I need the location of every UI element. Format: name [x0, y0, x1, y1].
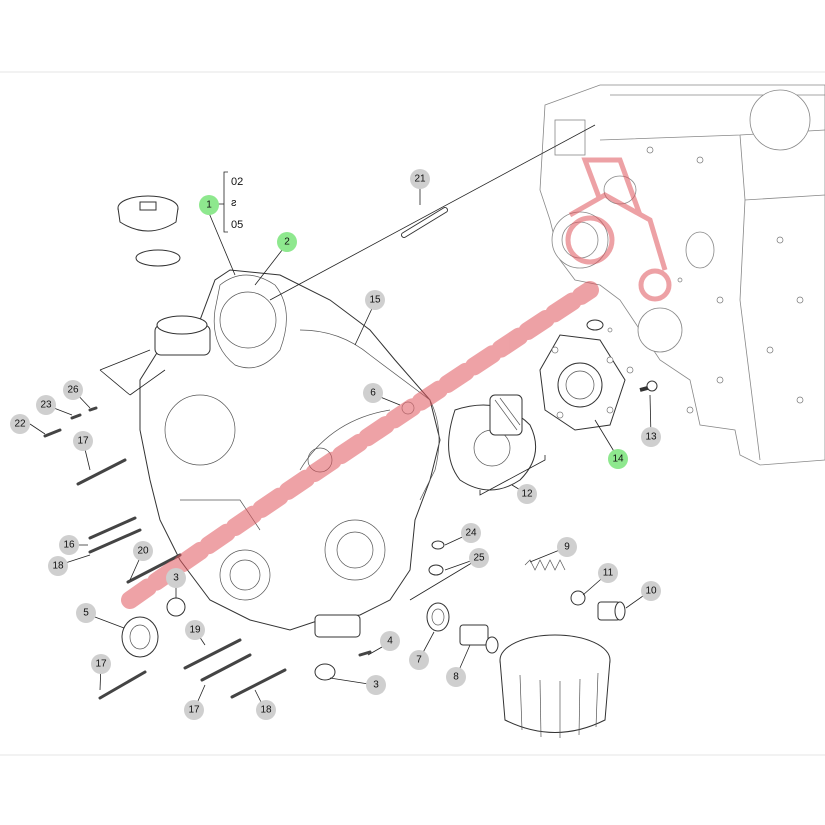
- svg-text:24: 24: [465, 528, 477, 539]
- brace-label-1: 02: [231, 176, 243, 188]
- callout-3b[interactable]: 3: [366, 675, 386, 695]
- svg-text:19: 19: [189, 625, 201, 636]
- callout-20[interactable]: 20: [133, 541, 153, 561]
- svg-text:25: 25: [473, 553, 485, 564]
- callout-19[interactable]: 19: [185, 620, 205, 640]
- tractor-logo-icon: [565, 157, 672, 302]
- callout-2[interactable]: 2: [277, 232, 297, 252]
- callouts: 1 2 3 3 4 5 6 7 8 9 10 11 12 13 14 15 16…: [10, 169, 661, 720]
- callout-3a[interactable]: 3: [166, 568, 186, 588]
- callout-14[interactable]: 14: [608, 449, 628, 469]
- callout-17b[interactable]: 17: [91, 654, 111, 674]
- svg-text:22: 22: [14, 419, 26, 430]
- callout-6[interactable]: 6: [363, 383, 383, 403]
- callout-21[interactable]: 21: [410, 169, 430, 189]
- callout-25[interactable]: 25: [469, 548, 489, 568]
- svg-text:3: 3: [373, 680, 379, 691]
- svg-text:1: 1: [206, 200, 212, 211]
- dowel-pin-drawing: [401, 207, 448, 238]
- brace-label-2: ƨ: [231, 197, 237, 209]
- callout-15[interactable]: 15: [365, 290, 385, 310]
- svg-text:16: 16: [63, 540, 75, 551]
- svg-text:17: 17: [95, 659, 107, 670]
- small-washers-drawing: [428, 540, 445, 576]
- svg-text:8: 8: [453, 672, 459, 683]
- svg-text:2: 2: [284, 237, 290, 248]
- seal-carrier-drawing: [539, 319, 626, 431]
- svg-text:14: 14: [612, 454, 624, 465]
- bolts-drawing: [43, 406, 372, 700]
- svg-text:10: 10: [645, 586, 657, 597]
- callout-16[interactable]: 16: [59, 535, 79, 555]
- callout-13[interactable]: 13: [641, 427, 661, 447]
- svg-text:15: 15: [369, 295, 381, 306]
- svg-text:9: 9: [564, 542, 570, 553]
- svg-text:18: 18: [52, 561, 64, 572]
- svg-text:7: 7: [416, 655, 422, 666]
- watermark: [121, 157, 672, 609]
- engine-block-drawing: [539, 84, 825, 466]
- callout-17a[interactable]: 17: [73, 431, 93, 451]
- svg-text:21: 21: [414, 174, 426, 185]
- callout-8[interactable]: 8: [446, 667, 466, 687]
- callout-18b[interactable]: 18: [256, 700, 276, 720]
- callout-22[interactable]: 22: [10, 414, 30, 434]
- variant-brace: 02 ƨ 05: [218, 171, 243, 233]
- callout-26[interactable]: 26: [63, 380, 83, 400]
- callout-1[interactable]: 1: [199, 195, 219, 215]
- callout-10[interactable]: 10: [641, 581, 661, 601]
- svg-text:20: 20: [137, 546, 149, 557]
- callout-9[interactable]: 9: [557, 537, 577, 557]
- brace-label-3: 05: [231, 219, 243, 231]
- svg-text:26: 26: [67, 385, 79, 396]
- oil-pump-rotor-drawing: [448, 394, 537, 491]
- svg-text:3: 3: [173, 573, 179, 584]
- svg-text:18: 18: [260, 705, 272, 716]
- callout-17c[interactable]: 17: [184, 700, 204, 720]
- page-frame: [0, 71, 825, 756]
- callout-18a[interactable]: 18: [48, 556, 68, 576]
- svg-text:6: 6: [370, 388, 376, 399]
- callout-7[interactable]: 7: [409, 650, 429, 670]
- filter-nipple-drawing: [426, 602, 499, 654]
- oil-filter-drawing: [499, 634, 611, 738]
- callout-11[interactable]: 11: [598, 563, 618, 583]
- callout-23[interactable]: 23: [36, 395, 56, 415]
- svg-text:4: 4: [387, 636, 393, 647]
- callout-4[interactable]: 4: [380, 631, 400, 651]
- oil-filler-cap-drawing: [117, 195, 181, 267]
- svg-text:12: 12: [521, 489, 533, 500]
- callout-12[interactable]: 12: [517, 484, 537, 504]
- relief-valve-parts-drawing: [524, 559, 626, 621]
- svg-text:17: 17: [188, 705, 200, 716]
- svg-text:11: 11: [603, 568, 614, 579]
- callout-24[interactable]: 24: [461, 523, 481, 543]
- svg-text:5: 5: [83, 608, 89, 619]
- callout-5[interactable]: 5: [76, 603, 96, 623]
- svg-text:13: 13: [645, 432, 657, 443]
- svg-text:17: 17: [77, 436, 89, 447]
- svg-text:23: 23: [40, 400, 52, 411]
- front-seal-drawing: [121, 597, 336, 681]
- bolt-13-drawing: [639, 380, 658, 392]
